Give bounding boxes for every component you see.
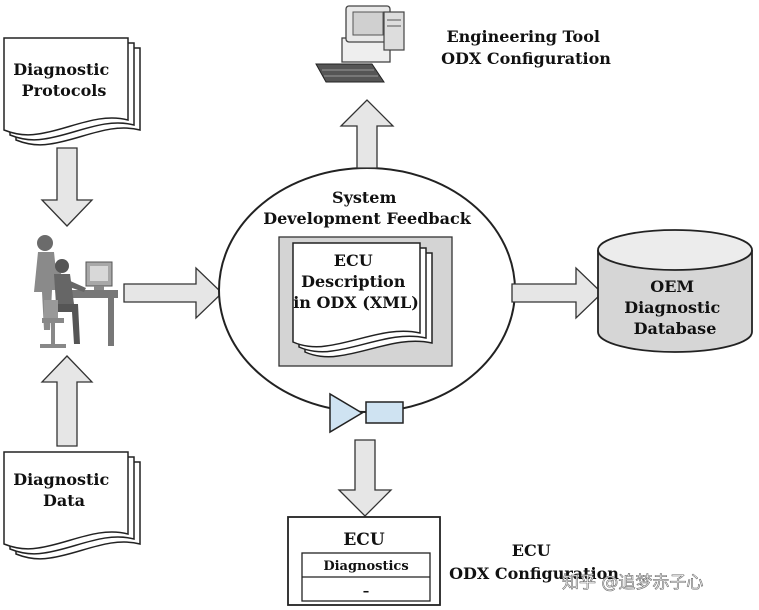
ecu-description-panel: ECU Description in ODX (XML) (278, 236, 453, 367)
svg-text:Engineering Tool ODX Confi: Engineering Tool ODX Configuration (441, 27, 611, 68)
system-feedback-line1: System (332, 188, 396, 207)
ecu-description-line3: in ODX (XML) (293, 293, 419, 312)
ecu-description-line1: ECU (334, 251, 373, 270)
diagnostic-protocols-document: Diagnostic Protocols (3, 37, 141, 146)
ecu-box: ECU Diagnostics – (287, 516, 441, 606)
diagnostic-data-document: Diagnostic Data (3, 451, 141, 560)
oem-database-line2: Diagnostic (624, 298, 720, 317)
ecu-box-dash: – (363, 584, 370, 599)
svg-text:Diagnostic Data: Diagnostic Data (13, 470, 115, 510)
ecu-odx-line2: ODX Configuration (449, 564, 619, 583)
svg-text:System Development Feedbac: System Development Feedback (263, 188, 472, 228)
oem-database-line1: OEM (650, 277, 694, 296)
diagnostic-data-line2: Data (43, 491, 85, 510)
diagnostic-data-line1: Diagnostic (13, 470, 109, 489)
oem-database-line3: Database (634, 319, 717, 338)
arrow-system-to-ecu (337, 439, 393, 517)
oem-database-cylinder: OEM Diagnostic Database (597, 229, 753, 353)
svg-text:OEM Diagnostic Dat: OEM Diagnostic Database (624, 277, 726, 338)
engineering-tool-line2: ODX Configuration (441, 49, 611, 68)
diagnostic-protocols-line1: Diagnostic (13, 60, 109, 79)
ecu-odx-line1: ECU (512, 541, 551, 560)
ecu-description-line2: Description (301, 272, 406, 291)
svg-text:ECU ODX Configuration: ECU ODX Configuration (449, 541, 619, 583)
system-feedback-line2: Development Feedback (263, 209, 472, 228)
arrow-engineer-to-system (123, 266, 223, 320)
svg-text:ECU Description in: ECU Description in ODX (XML) (293, 251, 419, 312)
feedback-loop-block-icon (365, 401, 404, 424)
ecu-box-diagnostics: Diagnostics (323, 559, 408, 574)
computer-icon (315, 5, 405, 83)
svg-text:Diagnostic Protocols: Diagnostic Protocols (13, 60, 115, 100)
diagnostic-protocols-line2: Protocols (22, 81, 107, 100)
ecu-box-title: ECU (343, 530, 384, 550)
arrow-system-to-engineering-tool (339, 99, 395, 169)
engineer-workstation-icon (34, 235, 118, 348)
watermark: 知乎 @追梦赤子心 (562, 573, 703, 593)
arrow-system-to-oem-database (511, 266, 603, 320)
arrow-data-to-engineer (40, 355, 94, 447)
engineering-tool-line1: Engineering Tool (446, 27, 599, 46)
arrow-protocols-to-engineer (40, 147, 94, 227)
feedback-loop-triangle-icon (329, 392, 364, 434)
